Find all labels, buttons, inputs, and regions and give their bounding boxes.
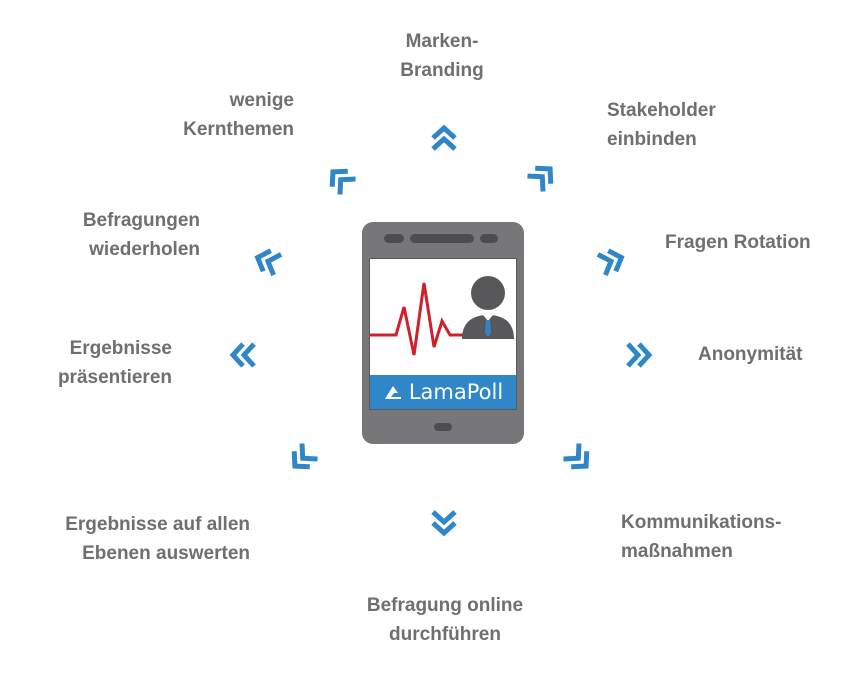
- arrow-down-left-icon: [278, 435, 326, 483]
- label-stakeholder-einbinden: Stakeholder einbinden: [607, 100, 716, 150]
- label-ergebnisse-praesentieren: Ergebnisse präsentieren: [57, 338, 172, 388]
- phone-illustration: LamaPoll: [362, 222, 524, 444]
- phone-sensor-dot: [480, 234, 498, 243]
- arrow-down-icon: [427, 506, 461, 540]
- arrow-right-upper-icon: [590, 239, 634, 283]
- arrow-up-left-icon: [316, 155, 364, 203]
- lamapoll-logo-icon: [384, 386, 401, 399]
- label-wenige-kernthemen: wenige Kernthemen: [183, 90, 294, 140]
- label-ergebnisse-auf-allen-ebenen: Ergebnisse auf allen Ebenen auswerten: [65, 514, 250, 564]
- lamapoll-brand-bar: LamaPoll: [370, 375, 516, 409]
- user-avatar-icon: [462, 276, 514, 339]
- arrow-down-right-icon: [555, 435, 603, 483]
- arrow-up-right-icon: [519, 152, 567, 200]
- phone-screen: LamaPoll: [369, 258, 517, 410]
- brand-name: LamaPoll: [408, 380, 504, 404]
- label-kommunikationsmassnahmen: Kommunikations- maßnahmen: [621, 512, 782, 562]
- label-marken-branding: Marken- Branding: [400, 31, 484, 81]
- arrow-left-upper-icon: [245, 239, 289, 283]
- label-befragungen-wiederholen: Befragungen wiederholen: [82, 210, 200, 260]
- label-anonymitaet: Anonymität: [698, 344, 803, 365]
- label-befragung-online-durchfuehren: Befragung online durchführen: [366, 595, 524, 645]
- phone-home-button: [434, 423, 452, 431]
- phone-camera-dot: [384, 234, 404, 243]
- arrow-right-icon: [622, 338, 656, 372]
- heartbeat-line-icon: [370, 282, 468, 356]
- arrow-left-icon: [226, 338, 260, 372]
- arrow-up-icon: [427, 121, 461, 155]
- phone-speaker: [410, 234, 474, 243]
- label-fragen-rotation: Fragen Rotation: [665, 232, 811, 253]
